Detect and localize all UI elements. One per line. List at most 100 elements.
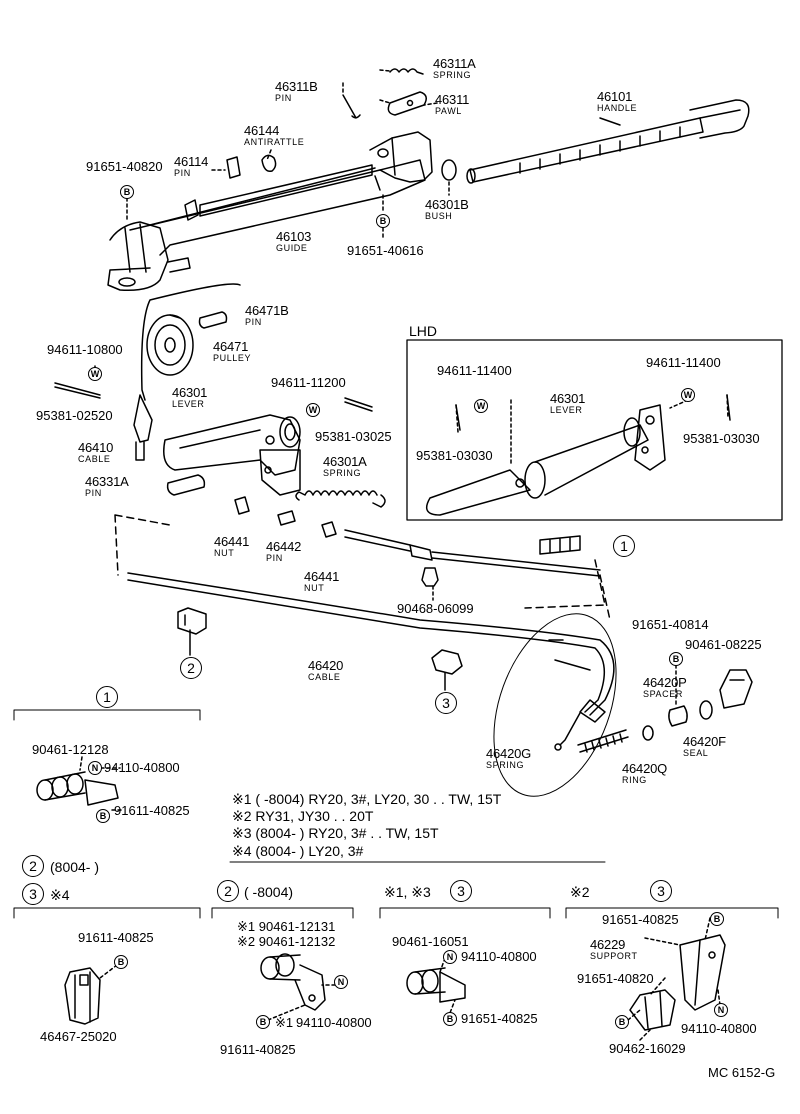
detail2a-circle-3: 3	[22, 883, 44, 905]
label-90468-06099: 90468-06099	[397, 601, 474, 616]
label-95381-03025: 95381-03025	[315, 429, 392, 444]
detail3a-circle: 3	[450, 880, 472, 902]
label-91651-40820: 91651-40820	[86, 159, 163, 174]
label-lhd-95381-03030-a: 95381-03030	[416, 448, 493, 463]
detail3b-head: ※2	[570, 884, 590, 900]
marker-w: W	[88, 367, 102, 381]
marker-n: N	[443, 950, 457, 964]
marker-b: B	[615, 1015, 629, 1029]
detail1-circle: 1	[96, 686, 118, 708]
marker-w: W	[306, 403, 320, 417]
ref-circle-2: 2	[180, 657, 202, 679]
seal-46420F	[699, 700, 713, 720]
note-1: ※1 ( -8004) RY20, 3#, LY20, 30 . . TW, 1…	[232, 791, 502, 807]
detail2a-bracket	[13, 907, 201, 919]
marker-b: B	[256, 1015, 270, 1029]
label-94110-40800: 94110-40800	[104, 760, 180, 775]
marker-b: B	[114, 955, 128, 969]
nut-46441-a	[234, 496, 250, 515]
label-91611-40825: 91611-40825	[78, 930, 154, 945]
marker-n: N	[88, 761, 102, 775]
boot-ellipse	[493, 613, 617, 797]
label-90461-12131: ※1 90461-12131	[237, 919, 336, 934]
label-91611-40825: 91611-40825	[220, 1042, 296, 1057]
label-91651-40616: 91651-40616	[347, 243, 424, 258]
lhd-box	[406, 339, 783, 521]
pulley-46471	[146, 314, 194, 376]
end-1	[539, 535, 581, 555]
label-94611-10800: 94611-10800	[47, 342, 123, 357]
label-90461-12128: 90461-12128	[32, 742, 109, 757]
label-91651-40825: 91651-40825	[602, 912, 679, 927]
label-95381-02520: 95381-02520	[36, 408, 113, 423]
pin-46311B	[342, 94, 361, 119]
antirattle-46144	[261, 154, 277, 173]
marker-b: B	[96, 809, 110, 823]
detail3a-clamp	[406, 967, 466, 1003]
ref-circle-1: 1	[613, 535, 635, 557]
guide-46103	[107, 131, 433, 292]
clip-90468-06099	[421, 567, 439, 587]
clip-2-shape	[177, 607, 207, 635]
note-3: ※3 (8004- ) RY20, 3# . . TW, 15T	[232, 825, 439, 841]
marker-w: W	[681, 388, 695, 402]
label-94611-11200: 94611-11200	[271, 375, 346, 390]
label-91651-40825: 91651-40825	[461, 1011, 538, 1026]
detail2a-clip	[64, 967, 101, 1025]
label-90462-16029: 90462-16029	[609, 1041, 686, 1056]
cable-46420-run	[127, 529, 615, 751]
detail3a-bracket	[379, 907, 551, 919]
pin-46331A	[166, 474, 206, 496]
lever-46301	[163, 414, 301, 496]
detail3b-circle: 3	[650, 880, 672, 902]
marker-b: B	[669, 652, 683, 666]
label-lhd-94611-11400-a: 94611-11400	[437, 363, 512, 378]
detail3b-support	[629, 934, 726, 1031]
detail2b-head: ( -8004)	[244, 884, 294, 900]
label-94110-40800: 94110-40800	[681, 1021, 757, 1036]
detail2b-clamp	[260, 953, 326, 1011]
note-4: ※4 (8004- ) LY20, 3#	[232, 843, 364, 859]
pin-46114	[226, 156, 241, 179]
label-91611-40825: 91611-40825	[114, 803, 190, 818]
cable-46410	[133, 283, 241, 461]
marker-b: B	[443, 1012, 457, 1026]
marker-w: W	[474, 399, 488, 413]
detail2b-bracket	[211, 907, 354, 919]
marker-n: N	[334, 975, 348, 989]
label-94110-40800: 94110-40800	[296, 1015, 372, 1030]
cotter-95381-02520	[54, 382, 101, 399]
note-2: ※2 RY31, JY30 . . 20T	[232, 808, 374, 824]
pin-46471B	[198, 311, 228, 329]
label-91651-40820: 91651-40820	[577, 971, 654, 986]
detail1-clamp	[36, 771, 119, 806]
detail3a-head: ※1, ※3	[384, 884, 431, 900]
ref-circle-3: 3	[435, 692, 457, 714]
cotter-95381-03025	[344, 397, 373, 412]
spring-46301A	[295, 490, 386, 508]
lhd-title: LHD	[409, 323, 438, 339]
pawl-46311	[387, 91, 427, 116]
detail2a-sub: ※4	[50, 887, 70, 903]
clip-3-shape	[431, 649, 463, 675]
diagram-code: MC 6152-G	[708, 1065, 776, 1080]
marker-b: B	[710, 912, 724, 926]
label-94110-40800-prefix: ※1	[275, 1015, 294, 1030]
handle-46101	[466, 99, 750, 184]
label-lhd-95381-03030-b: 95381-03030	[683, 431, 760, 446]
